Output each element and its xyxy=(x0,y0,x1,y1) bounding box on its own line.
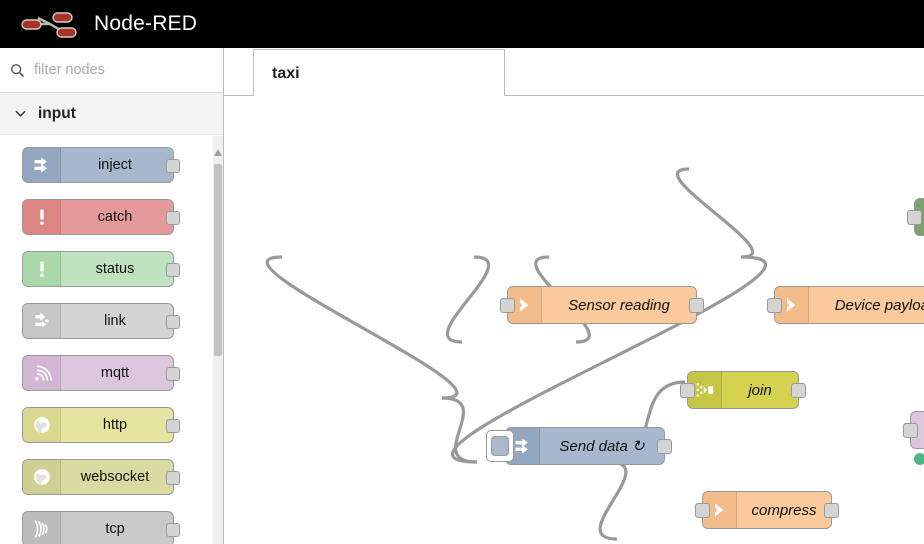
flow-node-label: join xyxy=(748,381,772,399)
palette-category-label: input xyxy=(38,104,76,122)
exclamation-icon xyxy=(23,200,61,234)
palette-node-status[interactable]: status xyxy=(22,251,180,287)
app-title: Node-RED xyxy=(94,12,198,35)
flow-node-input-port[interactable] xyxy=(903,423,918,438)
palette-node-link[interactable]: link xyxy=(22,303,180,339)
flow-node-input-port[interactable] xyxy=(907,210,922,225)
inject-arrow-icon xyxy=(34,157,47,173)
join-merge-icon xyxy=(696,383,713,397)
flow-node-output-port[interactable] xyxy=(791,383,806,398)
palette-node-mqtt[interactable]: mqtt xyxy=(22,355,180,391)
palette-node-inject[interactable]: inject xyxy=(22,147,180,183)
flow-node-label: compress xyxy=(751,501,817,519)
palette-node-label: http xyxy=(102,417,128,433)
palette-node-label: catch xyxy=(97,209,133,225)
flow-node-device-payload[interactable]: Device payload xyxy=(767,286,924,324)
palette-node-output-port[interactable] xyxy=(166,159,180,173)
palette-node-output-port[interactable] xyxy=(166,211,180,225)
flow-node-status: connected xyxy=(914,451,924,466)
palette-node-label: status xyxy=(95,261,135,277)
inject-arrow-icon xyxy=(23,148,61,182)
palette-node-output-port[interactable] xyxy=(166,471,180,485)
palette-node-output-port[interactable] xyxy=(166,367,180,381)
palette-node-output-port[interactable] xyxy=(166,315,180,329)
exclamation-icon xyxy=(39,209,44,225)
flow-node-output-port[interactable] xyxy=(689,298,704,313)
palette-node-list: inject catch status link mqtt http websocke… xyxy=(0,136,223,544)
exclamation-icon xyxy=(23,252,61,286)
function-arrow-icon xyxy=(519,298,528,312)
inject-trigger-button-inner xyxy=(491,436,509,456)
node-palette: input inject catch status link mqtt http we… xyxy=(0,48,224,544)
search-icon xyxy=(11,63,25,77)
palette-node-catch[interactable]: catch xyxy=(22,199,180,235)
function-arrow-icon xyxy=(786,298,795,312)
palette-node-websocket[interactable]: websocket xyxy=(22,459,180,495)
flow-node-label: Send data ↻ xyxy=(559,438,645,455)
chevron-down-icon xyxy=(15,110,26,117)
flow-node-join[interactable]: join xyxy=(680,371,806,409)
inject-arrow-icon xyxy=(515,438,528,454)
flow-node-input-port[interactable] xyxy=(680,383,695,398)
wire-device-payload-to-compress xyxy=(451,255,767,464)
app-header: Node-RED xyxy=(0,0,924,48)
flow-node-label: Device payload xyxy=(834,296,924,314)
globe-icon xyxy=(33,417,50,433)
flow-wires xyxy=(265,167,767,541)
palette-node-label: link xyxy=(104,313,126,329)
palette-node-output-port[interactable] xyxy=(166,523,180,537)
wire-device-payload-to-debug-top xyxy=(675,167,755,259)
flow-node-label: Sensor reading xyxy=(568,296,670,314)
flow-node-publish-to-iot[interactable]: Publish to IoT xyxy=(903,411,924,449)
palette-node-label: mqtt xyxy=(100,365,130,381)
wire-send-data-to-sensor-reading xyxy=(265,255,459,400)
wifi-signal-icon xyxy=(34,365,52,381)
workspace: taxi msg.payload Sensor reading Device pa… xyxy=(224,48,924,544)
wifi-signal-icon xyxy=(23,356,61,390)
flow-canvas[interactable]: msg.payload Sensor reading Device payload… xyxy=(224,96,924,544)
palette-node-http[interactable]: http xyxy=(22,407,180,443)
flow-node-sensor-reading[interactable]: Sensor reading xyxy=(500,286,704,324)
function-arrow-icon xyxy=(714,503,723,517)
signal-icon xyxy=(23,512,61,544)
palette-node-label: inject xyxy=(98,157,132,173)
link-arrow-icon xyxy=(23,304,61,338)
palette-node-tcp[interactable]: tcp xyxy=(22,511,180,544)
flow-tab-bar: taxi xyxy=(224,48,924,97)
scroll-up-arrow-icon[interactable] xyxy=(213,148,223,157)
inject-trigger-button[interactable] xyxy=(486,430,514,462)
flow-node-debug-top[interactable]: msg.payload xyxy=(907,198,924,236)
flow-node-send-data[interactable]: Send data ↻ xyxy=(486,427,672,465)
node-red-logo-icon xyxy=(21,12,77,38)
palette-node-label: tcp xyxy=(105,521,125,537)
wire-send-data-to-compress xyxy=(441,396,478,464)
palette-search-row[interactable] xyxy=(0,48,223,93)
exclamation-icon xyxy=(39,261,44,277)
globe-icon xyxy=(23,408,61,442)
flow-node-output-port[interactable] xyxy=(657,439,672,454)
globe-icon xyxy=(33,469,50,485)
link-arrow-icon xyxy=(34,312,49,328)
palette-node-output-port[interactable] xyxy=(166,419,180,433)
flow-node-input-port[interactable] xyxy=(695,503,710,518)
filter-nodes-input[interactable] xyxy=(32,61,213,79)
status-dot xyxy=(914,452,924,465)
signal-icon xyxy=(34,520,48,538)
flow-node-input-port[interactable] xyxy=(767,298,782,313)
wire-sensor-reading-to-join xyxy=(445,255,491,344)
palette-scrollbar-thumb[interactable] xyxy=(214,164,222,356)
palette-scrollbar[interactable] xyxy=(213,136,223,544)
palette-category-input[interactable]: input xyxy=(0,93,223,135)
wire-compress-to-debug-bottom xyxy=(598,460,628,541)
palette-node-label: websocket xyxy=(80,469,150,485)
globe-icon xyxy=(23,460,61,494)
flow-node-input-port[interactable] xyxy=(500,298,515,313)
tab-taxi[interactable]: taxi xyxy=(253,49,505,97)
flow-node-output-port[interactable] xyxy=(824,503,839,518)
flow-node-compress[interactable]: compress xyxy=(695,491,839,529)
palette-node-output-port[interactable] xyxy=(166,263,180,277)
